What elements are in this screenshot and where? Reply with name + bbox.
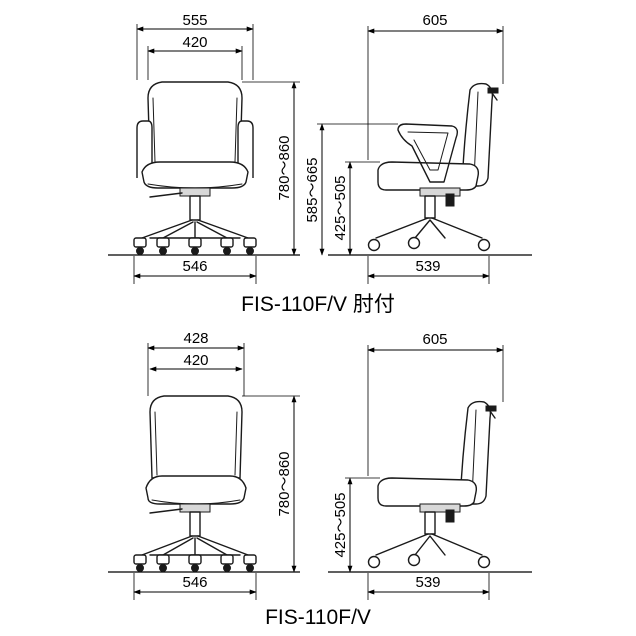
side-base-label: 539	[415, 258, 440, 275]
backrest-2	[149, 395, 243, 479]
adjust-lever-2	[149, 508, 183, 514]
armchair-figure: 555 420 546 780～860	[108, 12, 532, 316]
side-armrest	[397, 123, 459, 183]
front-view-armless	[133, 395, 257, 572]
seat	[141, 161, 249, 189]
depth-label: 605	[422, 12, 447, 29]
side-seat	[377, 161, 480, 191]
adjust-lever	[149, 192, 183, 198]
side-casters	[367, 236, 491, 252]
side-backrest-2	[459, 400, 492, 505]
side-view-armless	[367, 400, 497, 569]
armless-chair-figure: 428 420 546 780～860	[108, 330, 532, 629]
side-seat-2	[377, 477, 478, 507]
overall-height-label-2: 780～860	[276, 451, 293, 516]
side-base-legs-2	[375, 533, 483, 556]
depth-label-2: 605	[422, 331, 447, 348]
armrest-height-label: 585～665	[304, 157, 321, 222]
side-adjust-knob-2	[445, 509, 455, 523]
side-gas-column	[424, 195, 436, 219]
overall-height-label: 780～860	[276, 135, 293, 200]
gas-column-2	[189, 511, 201, 537]
front-dimensions-2: 428 420 546 780～860	[133, 330, 300, 600]
seat-mechanism-2	[179, 503, 211, 513]
gas-column	[189, 195, 201, 221]
overall-width-label: 555	[182, 12, 207, 29]
armless-caption: FIS-110F/V	[265, 606, 371, 629]
inner-width-label: 420	[182, 34, 207, 51]
base-legs-2	[141, 535, 249, 556]
side-dimensions-2: 605 539 425～505	[332, 331, 504, 600]
side-dimensions: 605 539 585～665 425～505	[304, 12, 504, 284]
side-view-armchair	[367, 82, 499, 252]
backrest	[147, 81, 243, 166]
seat-height-label: 425～505	[332, 175, 349, 240]
casters-2	[133, 554, 257, 572]
base-width-label: 546	[182, 258, 207, 275]
seat-2	[145, 475, 247, 505]
side-seat-mechanism-2	[419, 503, 461, 513]
seat-mechanism	[179, 187, 211, 197]
side-gas-column-2	[424, 511, 436, 535]
side-adjust-knob	[445, 193, 455, 207]
left-armrest	[136, 120, 153, 178]
base-width-label-2: 546	[182, 574, 207, 591]
headrest-knob-2	[485, 405, 497, 412]
side-backrest	[461, 82, 494, 187]
inner-width-label-2: 420	[183, 352, 208, 369]
casters	[133, 237, 257, 255]
armchair-caption: FIS-110F/V 肘付	[241, 293, 395, 316]
side-casters-2	[367, 553, 491, 569]
side-base-label-2: 539	[415, 574, 440, 591]
right-armrest	[237, 120, 254, 178]
base-legs	[141, 219, 249, 239]
headrest-knob	[487, 87, 499, 94]
front-view-armchair	[133, 81, 257, 255]
side-base-legs	[375, 217, 483, 239]
front-dimensions: 555 420 546 780～860	[133, 12, 300, 284]
side-seat-mechanism	[419, 187, 461, 197]
seat-height-label-2: 425～505	[332, 492, 349, 557]
overall-width-label-2: 428	[183, 330, 208, 347]
